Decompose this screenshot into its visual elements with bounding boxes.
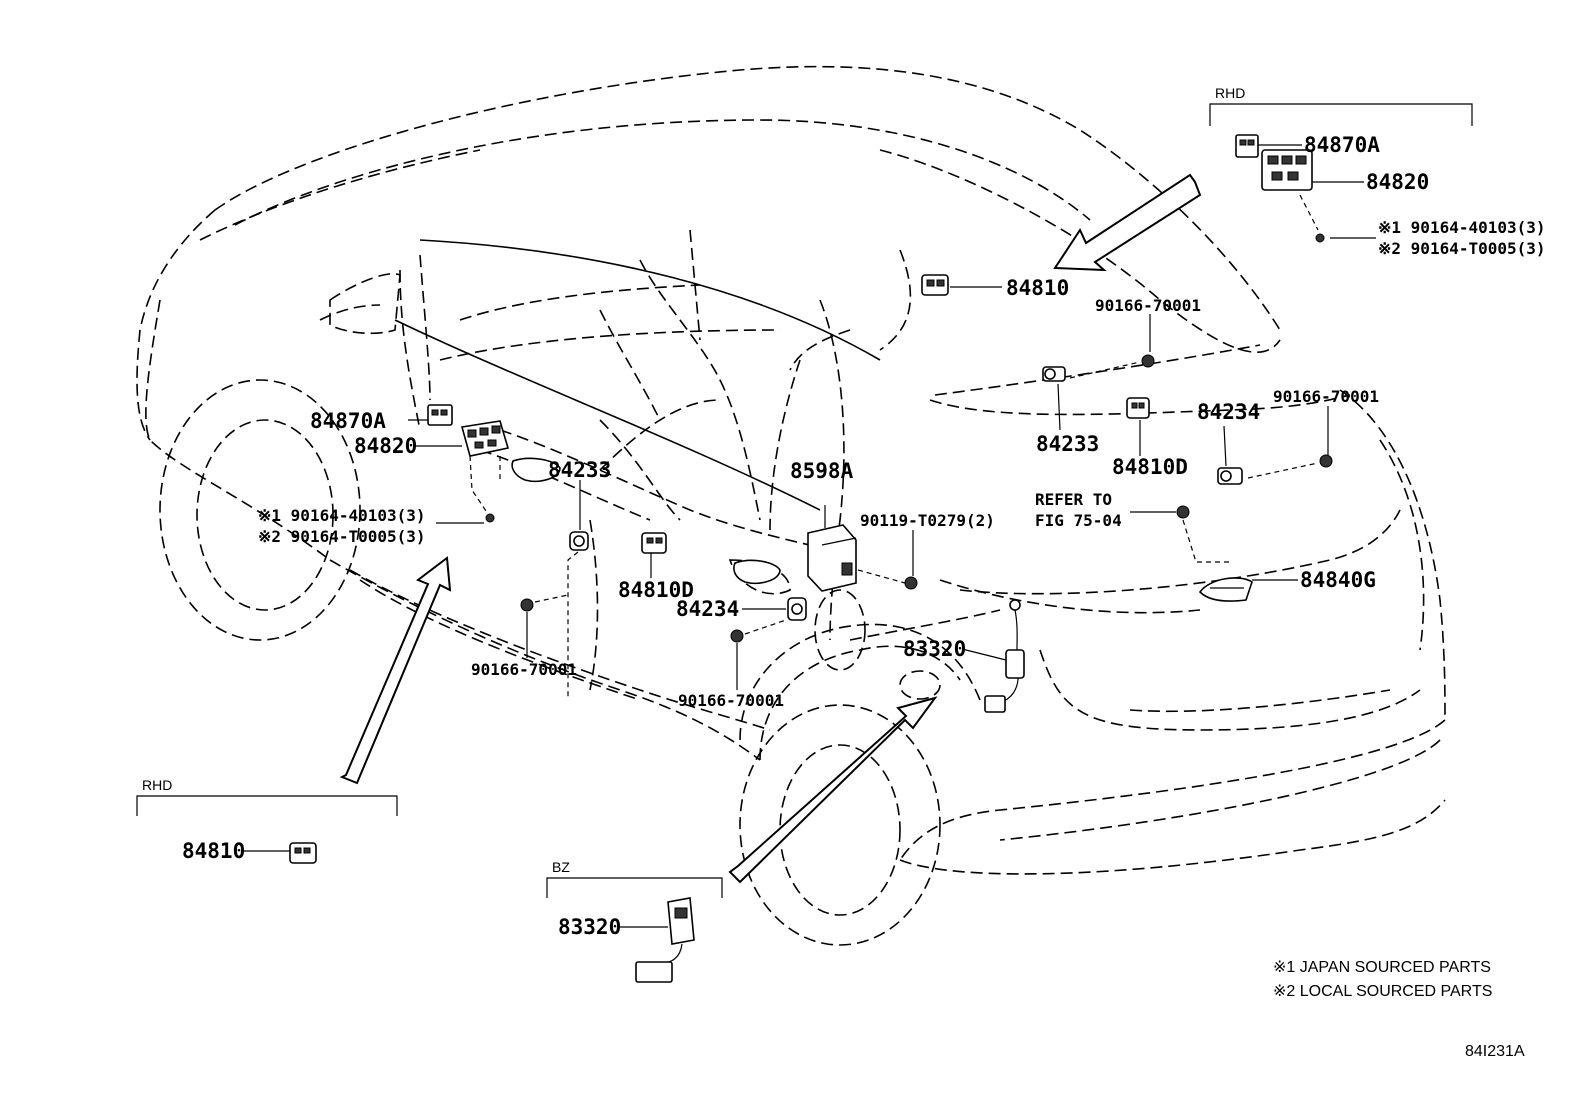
label-bolt1-left: ※1 90164-40103(3)	[258, 506, 426, 525]
label-8598A: 8598A	[790, 459, 854, 483]
bolt-icon-refer	[1176, 505, 1190, 519]
switch-84820-top	[1261, 149, 1313, 191]
screw-icon-top	[1315, 233, 1325, 243]
bracket-rhd-bottom: RHD	[136, 777, 398, 816]
label-84234-left: 84234	[676, 597, 739, 621]
bolt-icon-left	[520, 598, 534, 612]
group-label-rhd-top: RHD	[1215, 85, 1245, 101]
bracket-rhd-top: RHD	[1209, 85, 1473, 126]
label-fig-75-04: FIG 75-04	[1035, 511, 1122, 530]
clip-icon-upper	[1141, 354, 1155, 368]
label-84234-right: 84234	[1197, 400, 1260, 424]
label-90166-right: 90166-70001	[1273, 387, 1379, 406]
label-84233-right: 84233	[1036, 432, 1099, 456]
arrow-left	[339, 556, 452, 785]
screw-icon-left	[485, 513, 495, 523]
bracket-bz: BZ	[546, 859, 723, 898]
clip-icon-right	[1319, 454, 1333, 468]
switch-84820-left	[460, 420, 510, 457]
handle-door-rear	[733, 559, 781, 585]
bolt-icon-center	[730, 629, 744, 643]
label-90166-center: 90166-70001	[678, 691, 784, 710]
switch-84810D-left	[641, 532, 667, 554]
arrow-bottom	[728, 696, 938, 884]
note-japan-sourced: ※1 JAPAN SOURCED PARTS	[1273, 959, 1491, 976]
label-90119: 90119-T0279(2)	[860, 511, 995, 530]
label-bolt1-top: ※1 90164-40103(3)	[1378, 218, 1546, 237]
label-84840G: 84840G	[1300, 568, 1376, 592]
switch-84810D-right	[1126, 397, 1150, 419]
group-label-bz: BZ	[552, 859, 570, 875]
wire-83320-bottom	[635, 897, 695, 983]
sensor-84233-left	[569, 531, 589, 551]
sensor-84234-right	[1217, 467, 1243, 485]
sensor-84234-left	[787, 597, 807, 621]
wire-83320-mid	[984, 599, 1025, 713]
label-83320-mid: 83320	[903, 637, 966, 661]
switch-84870A-top	[1235, 134, 1259, 158]
sensor-84233-right	[1042, 366, 1066, 382]
label-84820-left: 84820	[354, 434, 417, 458]
label-83320-bottom: 83320	[558, 915, 621, 939]
label-90166-upper: 90166-70001	[1095, 296, 1201, 315]
group-label-rhd-bottom: RHD	[142, 777, 172, 793]
switch-84810-bottom	[289, 842, 317, 864]
screw-icon-90119	[904, 576, 918, 590]
label-84810D-right: 84810D	[1112, 455, 1188, 479]
label-84870A-left: 84870A	[310, 409, 386, 433]
module-8598A	[807, 524, 857, 592]
note-local-sourced: ※2 LOCAL SOURCED PARTS	[1273, 983, 1492, 1000]
label-84810D-left: 84810D	[618, 578, 694, 602]
label-84810-mid: 84810	[1006, 276, 1069, 300]
arrow-top-right	[1053, 173, 1202, 272]
label-84233-left: 84233	[548, 458, 611, 482]
handle-door-front	[511, 457, 561, 483]
light-84840G	[1198, 577, 1253, 602]
label-84820-top: 84820	[1366, 170, 1429, 194]
figure-id: 84I231A	[1465, 1043, 1525, 1060]
label-84810-bottom: 84810	[182, 839, 245, 863]
label-84870A-top: 84870A	[1304, 133, 1380, 157]
label-bolt2-left: ※2 90164-T0005(3)	[258, 527, 426, 546]
switch-84870A-left	[427, 404, 453, 426]
label-bolt2-top: ※2 90164-T0005(3)	[1378, 239, 1546, 258]
label-refer-to: REFER TO	[1035, 490, 1112, 509]
leader-lines	[244, 144, 1376, 928]
switch-84810-mid	[921, 274, 949, 296]
label-90166-left: 90166-70001	[471, 660, 577, 679]
car-body-outline	[136, 65, 1446, 946]
